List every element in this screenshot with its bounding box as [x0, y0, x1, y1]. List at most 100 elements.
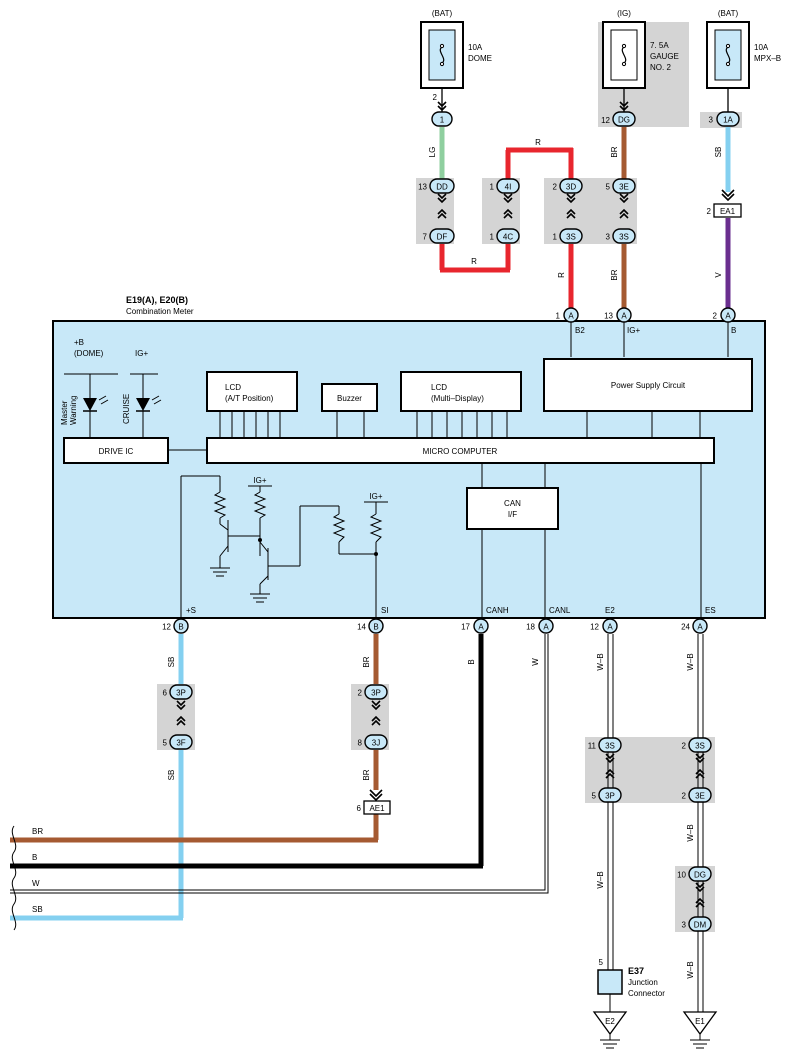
fuse-gauge: (IG) 7. 5A GAUGE NO. 2 12 — [598, 9, 689, 127]
wire-color-code: BR — [362, 656, 371, 667]
master-warning-label-2: Warning — [69, 396, 78, 426]
ig-label: IG+ — [369, 492, 382, 501]
wire-color-code: W–B — [686, 961, 695, 978]
junction-id: E37 — [628, 966, 644, 976]
pin-number: 8 — [358, 739, 363, 748]
pin-connector: B — [178, 623, 183, 632]
block-label-2: (Multi–Display) — [431, 394, 484, 403]
pin-number: 14 — [357, 623, 366, 632]
can-interface: CAN I/F — [466, 487, 559, 530]
connector-label: 3S — [566, 233, 576, 242]
wire-color-code: BR — [610, 269, 619, 280]
meter-top-pins: A 1 B2 A 13 IG+ A 2 B — [556, 307, 736, 335]
buzzer-block: Buzzer — [321, 383, 378, 412]
pin-number: 1 — [553, 233, 558, 242]
block-label: LCD — [225, 383, 241, 392]
bus-label: W — [32, 879, 40, 888]
pin-number: 2 — [682, 742, 687, 751]
pin-number: 5 — [163, 739, 168, 748]
wire-color-code: W–B — [596, 653, 605, 670]
block-label: MICRO COMPUTER — [423, 447, 498, 456]
wire-color-code: R — [535, 138, 541, 147]
connector-label: 3P — [605, 792, 615, 801]
lcd-at-position: LCD (A/T Position) — [206, 371, 298, 412]
wire-color-code: R — [557, 272, 566, 278]
pin-label: IG+ — [627, 326, 640, 335]
pin-connector: A — [478, 623, 484, 632]
pin-label: B — [731, 326, 736, 335]
pin-label: E2 — [605, 606, 615, 615]
pin-connector: A — [543, 623, 549, 632]
fuse-name: DOME — [468, 54, 492, 63]
fuse-name: GAUGE — [650, 52, 679, 61]
wire-color-code: SB — [167, 770, 176, 781]
pin-number: 12 — [162, 623, 171, 632]
junction-name: Junction — [628, 978, 658, 987]
pin-number: 6 — [163, 689, 168, 698]
pin-number: 2 — [682, 792, 687, 801]
pin-number: 18 — [526, 623, 535, 632]
meter-title: E19(A), E20(B) — [126, 295, 188, 305]
pin-number: 17 — [461, 623, 470, 632]
ground-label: E1 — [695, 1017, 705, 1026]
connector-label: 4I — [505, 183, 512, 192]
dome-label: +B — [74, 338, 84, 347]
pin-number: 2 — [358, 689, 363, 698]
bus-line-labels: BR B W SB — [32, 827, 43, 914]
pin-number: 6 — [357, 804, 362, 813]
fuse-rating: 10A — [754, 43, 769, 52]
block-label: DRIVE IC — [99, 447, 134, 456]
meter-subtitle: Combination Meter — [126, 307, 194, 316]
supply-label: (BAT) — [432, 9, 453, 18]
wire-color-code: B — [467, 659, 476, 664]
pin-label: SI — [381, 606, 389, 615]
ig-label: IG+ — [253, 476, 266, 485]
wire-color-code: W–B — [596, 871, 605, 888]
pin-number: 5 — [599, 958, 604, 967]
pin-number: 2 — [713, 312, 718, 321]
connector-label: 3S — [695, 742, 705, 751]
block-label-2: I/F — [508, 510, 517, 519]
connector-label: 4C — [503, 233, 513, 242]
fuse-name-2: NO. 2 — [650, 63, 671, 72]
connector-label: 3S — [605, 742, 615, 751]
junction-dot — [374, 552, 378, 556]
connector-label: 3E — [619, 183, 629, 192]
ground-label: E2 — [605, 1017, 615, 1026]
supply-label: (IG) — [617, 9, 631, 18]
pin-number: 12 — [601, 116, 610, 125]
pin-label: ES — [705, 606, 716, 615]
lower-wires — [10, 634, 704, 1012]
fuse-rating: 7. 5A — [650, 41, 669, 50]
junction-name-2: Connector — [628, 989, 665, 998]
connector-label: DF — [437, 233, 448, 242]
wire-color-code: SB — [167, 657, 176, 668]
meter-bottom-pin-labels: +S SI CANH CANL E2 ES — [186, 606, 716, 615]
supply-label: (BAT) — [718, 9, 739, 18]
pin-label: +S — [186, 606, 196, 615]
wire-color-code: W–B — [686, 824, 695, 841]
connector-label: 3F — [176, 739, 185, 748]
block-label: LCD — [431, 383, 447, 392]
bus-label: BR — [32, 827, 43, 836]
cruise-led: IG+ CRUISE — [122, 349, 162, 424]
ig-label: IG+ — [135, 349, 148, 358]
block-label: Buzzer — [337, 394, 362, 403]
connector-label: 3P — [371, 689, 381, 698]
connector-label: AE1 — [369, 804, 385, 813]
pin-number: 5 — [592, 792, 597, 801]
pin-connector: A — [568, 312, 574, 321]
ground-e2: E2 — [592, 1011, 628, 1049]
wire-color-code: BR — [610, 146, 619, 157]
pin-label: B2 — [575, 326, 585, 335]
pin-connector: A — [725, 312, 731, 321]
connector-label: 1A — [723, 116, 733, 125]
fuse-dome: (BAT) 10A DOME 2 — [420, 9, 492, 102]
block-label-2: (A/T Position) — [225, 394, 274, 403]
pin-number: 1 — [490, 233, 495, 242]
pin-number: 1 — [490, 183, 495, 192]
connector-label: 3D — [566, 183, 576, 192]
pin-number: 11 — [588, 742, 597, 751]
pin-number: 3 — [606, 233, 611, 242]
